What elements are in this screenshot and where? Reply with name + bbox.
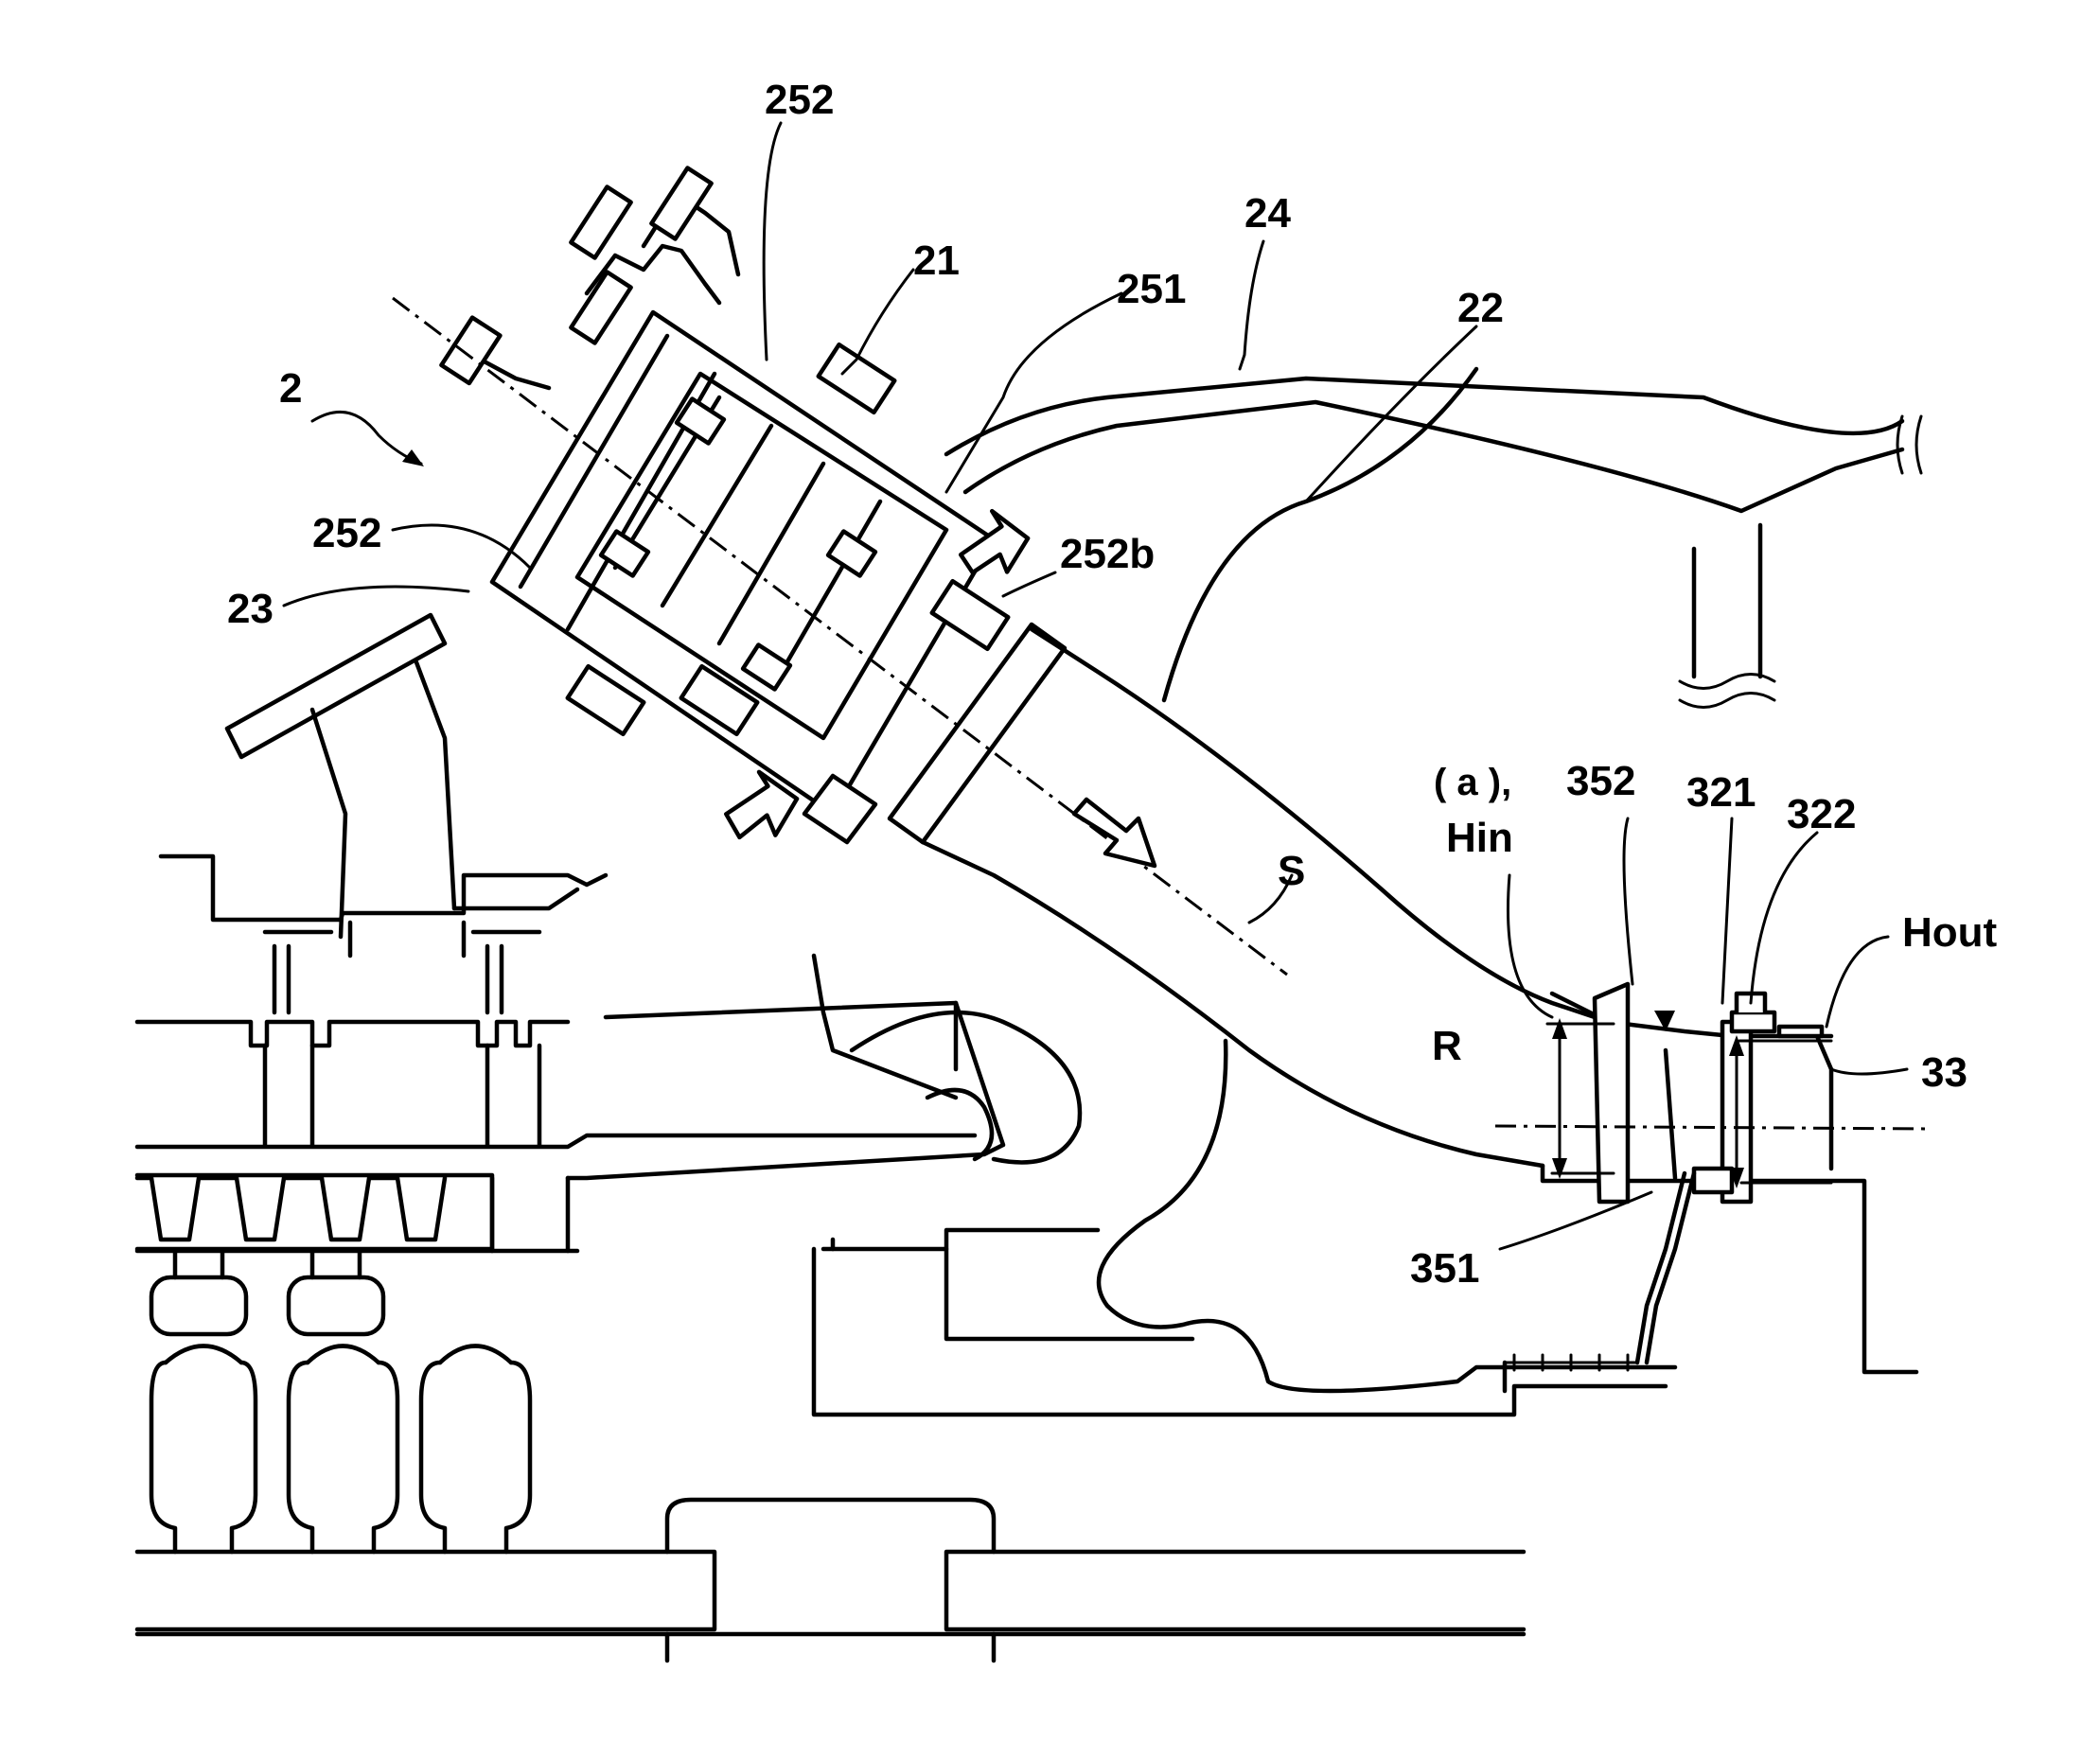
label-2: 2 [279, 365, 302, 412]
label-S: S [1278, 848, 1305, 894]
label-Hin: Hin [1446, 815, 1513, 861]
flow-arrow-main [1074, 800, 1155, 866]
label-R: R [1432, 1023, 1462, 1069]
turbine-inlet-vanes [1543, 984, 1916, 1372]
label-22: 22 [1457, 285, 1504, 331]
label-251: 251 [1117, 266, 1186, 312]
label-Hout: Hout [1902, 909, 1998, 956]
turbine-casing-structure [137, 856, 1524, 1661]
label-a: ( a ), [1434, 762, 1511, 803]
label-252b: 252b [1060, 531, 1155, 577]
combustor-assembly [441, 167, 1065, 842]
label-24: 24 [1244, 190, 1291, 237]
label-23: 23 [227, 586, 274, 632]
label-322: 322 [1787, 791, 1856, 837]
label-252-left: 252 [312, 510, 381, 556]
lower-casing [814, 1041, 1675, 1415]
label-352: 352 [1566, 758, 1635, 804]
inlet-flange-duct [227, 615, 577, 937]
leader-lines [284, 123, 1907, 1249]
label-321: 321 [1686, 769, 1756, 816]
label-351: 351 [1410, 1245, 1479, 1292]
label-252-top: 252 [765, 77, 834, 123]
label-21: 21 [913, 237, 960, 284]
label-33: 33 [1921, 1049, 1968, 1096]
